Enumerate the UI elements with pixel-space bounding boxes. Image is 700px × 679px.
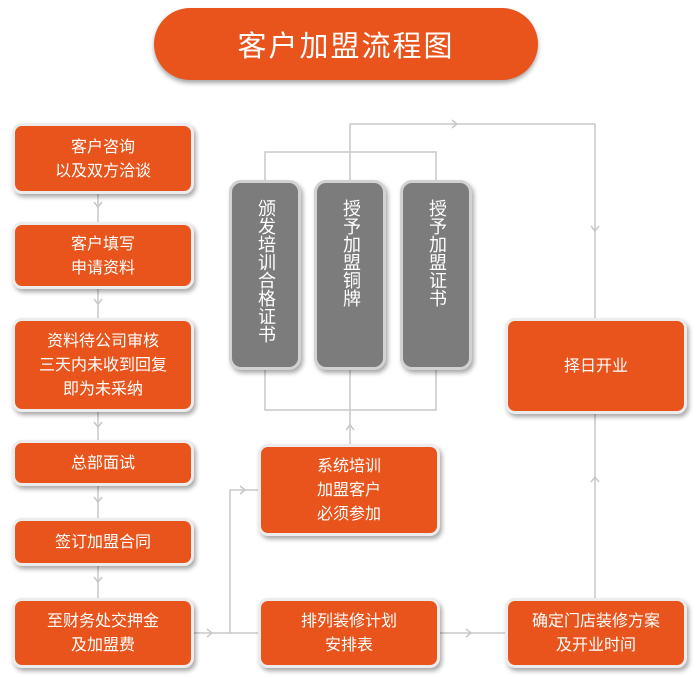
- step-contract-line1: 签订加盟合同: [54, 532, 151, 551]
- step-review-line1: 资料待公司审核: [46, 331, 159, 350]
- step-training-line1: 系统培训: [316, 456, 381, 475]
- step-interview: 总部面试: [12, 440, 194, 486]
- step-apply-line2: 申请资料: [70, 257, 135, 277]
- step-decoration: 确定门店装修方案 及开业时间: [505, 598, 687, 668]
- step-consult: 客户咨询 以及双方洽谈: [12, 123, 194, 194]
- award-franchise-cert: 授予加盟证书: [400, 180, 472, 370]
- step-apply: 客户填写 申请资料: [12, 222, 194, 289]
- diagram-title: 客户加盟流程图: [154, 8, 538, 80]
- step-schedule-line2: 安排表: [324, 635, 373, 654]
- step-review-line3: 即为未采纳: [62, 379, 143, 398]
- step-payment-line1: 至财务处交押金: [46, 611, 159, 630]
- award-franchise-cert-text: 授予加盟证书: [426, 199, 447, 307]
- step-review-line2: 三天内未收到回复: [38, 355, 167, 374]
- award-bronze-plaque-text: 授予加盟铜牌: [340, 199, 361, 307]
- step-opening-line1: 择日开业: [563, 356, 628, 375]
- step-training: 系统培训 加盟客户 必须参加: [258, 444, 440, 536]
- step-apply-line1: 客户填写: [70, 233, 135, 253]
- step-schedule-line1: 排列装修计划: [300, 611, 397, 630]
- step-training-line2: 加盟客户: [316, 480, 381, 499]
- step-opening: 择日开业: [505, 318, 687, 414]
- step-contract: 签订加盟合同: [12, 518, 194, 566]
- award-bronze-plaque: 授予加盟铜牌: [314, 180, 386, 370]
- step-consult-line2: 以及双方洽谈: [54, 160, 151, 180]
- award-certificate: 颁发培训合格证书: [229, 180, 301, 370]
- step-schedule: 排列装修计划 安排表: [258, 598, 440, 668]
- award-certificate-text: 颁发培训合格证书: [255, 199, 276, 343]
- step-consult-line1: 客户咨询: [70, 136, 135, 156]
- step-payment: 至财务处交押金 及加盟费: [12, 598, 194, 668]
- step-decoration-line2: 及开业时间: [555, 635, 636, 654]
- step-payment-line2: 及加盟费: [70, 635, 135, 654]
- step-decoration-line1: 确定门店装修方案: [531, 611, 660, 630]
- step-review: 资料待公司审核 三天内未收到回复 即为未采纳: [12, 318, 194, 412]
- step-training-line3: 必须参加: [316, 504, 381, 523]
- step-interview-line1: 总部面试: [70, 453, 135, 472]
